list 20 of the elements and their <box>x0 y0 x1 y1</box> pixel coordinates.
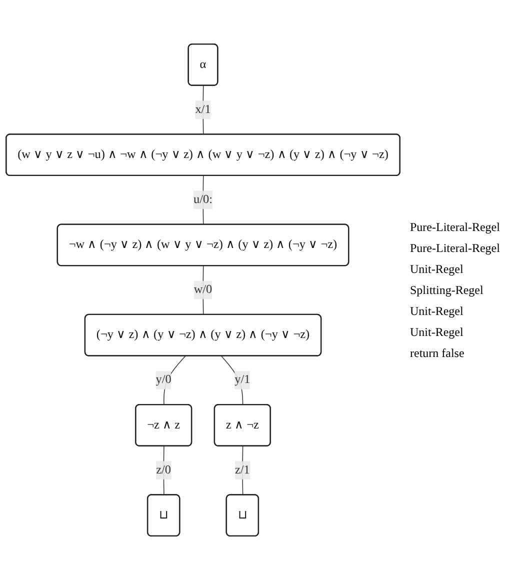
rule-label: Unit-Regel <box>410 304 464 319</box>
edge-label: w/0 <box>194 284 212 297</box>
rule-label: Pure-Literal-Regel <box>410 241 501 256</box>
rule-label: return false <box>410 346 466 361</box>
connector <box>163 446 164 496</box>
edge-label: y/1 <box>234 374 250 387</box>
connector <box>242 446 244 496</box>
connector <box>202 266 204 316</box>
edge-label: z/0 <box>156 464 172 477</box>
connector <box>164 356 186 406</box>
rule-label: Pure-Literal-Regel <box>410 220 501 235</box>
edge-label: z/1 <box>234 464 250 477</box>
edge-label: y/0 <box>156 374 172 387</box>
rule-label: Unit-Regel <box>410 325 464 340</box>
rule-label: Splitting-Regel <box>410 283 484 298</box>
connector <box>202 176 204 226</box>
rule-label: Unit-Regel <box>410 262 464 277</box>
edge-label: u/0: <box>193 194 213 206</box>
edge-label: x/1 <box>195 103 211 116</box>
connector <box>221 356 244 406</box>
